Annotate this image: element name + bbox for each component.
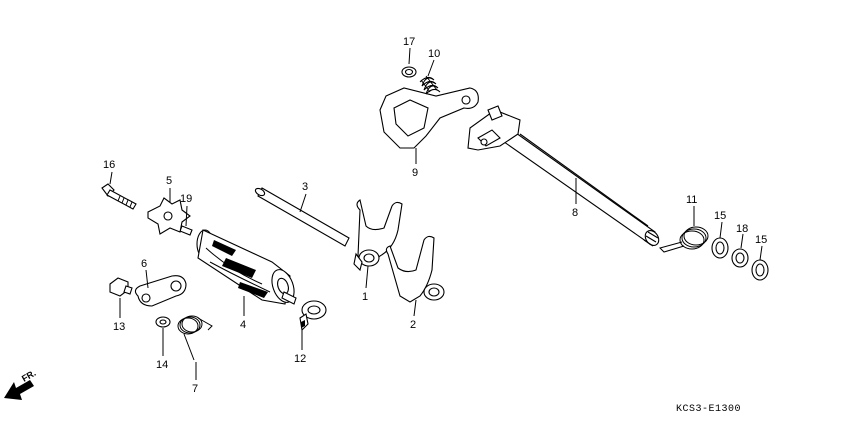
front-direction-arrow: FR. bbox=[4, 368, 38, 400]
callout-15b: 15 bbox=[755, 234, 767, 246]
stopper-bolt bbox=[109, 277, 133, 297]
callout-4: 4 bbox=[240, 319, 246, 331]
washer bbox=[155, 316, 171, 328]
spindle-return-spring bbox=[659, 226, 709, 253]
return-spring bbox=[419, 75, 441, 95]
stopper-arm-spring bbox=[177, 315, 213, 361]
oil-seal bbox=[731, 248, 749, 268]
callout-13: 13 bbox=[113, 321, 125, 333]
diagram-code: KCS3-E1300 bbox=[676, 404, 741, 415]
callout-16: 16 bbox=[103, 159, 115, 171]
callout-14: 14 bbox=[156, 359, 168, 371]
shift-fork-2 bbox=[385, 235, 445, 303]
spindle-washer-b bbox=[751, 259, 769, 281]
callout-2: 2 bbox=[410, 319, 416, 331]
callout-7: 7 bbox=[192, 383, 198, 395]
stopper-arm bbox=[134, 275, 187, 307]
callout-12: 12 bbox=[294, 353, 306, 365]
callout-19: 19 bbox=[180, 193, 192, 205]
callout-1: 1 bbox=[362, 291, 368, 303]
leader-lines bbox=[109, 47, 763, 380]
shifter-plate bbox=[299, 300, 327, 332]
callout-3: 3 bbox=[302, 181, 308, 193]
callout-18: 18 bbox=[736, 223, 748, 235]
gearshift-spindle bbox=[467, 105, 660, 247]
collar bbox=[401, 66, 417, 78]
guide-shaft bbox=[254, 187, 350, 247]
spindle-washer-a bbox=[711, 237, 729, 259]
shift-arm-plate bbox=[379, 87, 479, 149]
callout-11: 11 bbox=[686, 194, 697, 206]
shift-drum bbox=[196, 229, 297, 305]
callout-5: 5 bbox=[166, 175, 172, 187]
bolt bbox=[101, 183, 137, 210]
callout-labels: 17 10 9 3 8 11 15 18 15 1 2 4 12 5 19 16… bbox=[103, 36, 767, 395]
direction-label: FR. bbox=[20, 368, 38, 384]
arrow-icon bbox=[4, 380, 34, 400]
callout-6: 6 bbox=[141, 258, 147, 270]
dowel-pin bbox=[179, 225, 193, 236]
callout-9: 9 bbox=[412, 167, 418, 179]
callout-10: 10 bbox=[428, 48, 440, 60]
callout-15a: 15 bbox=[714, 210, 726, 222]
callout-8: 8 bbox=[572, 207, 578, 219]
callout-17: 17 bbox=[403, 36, 415, 48]
